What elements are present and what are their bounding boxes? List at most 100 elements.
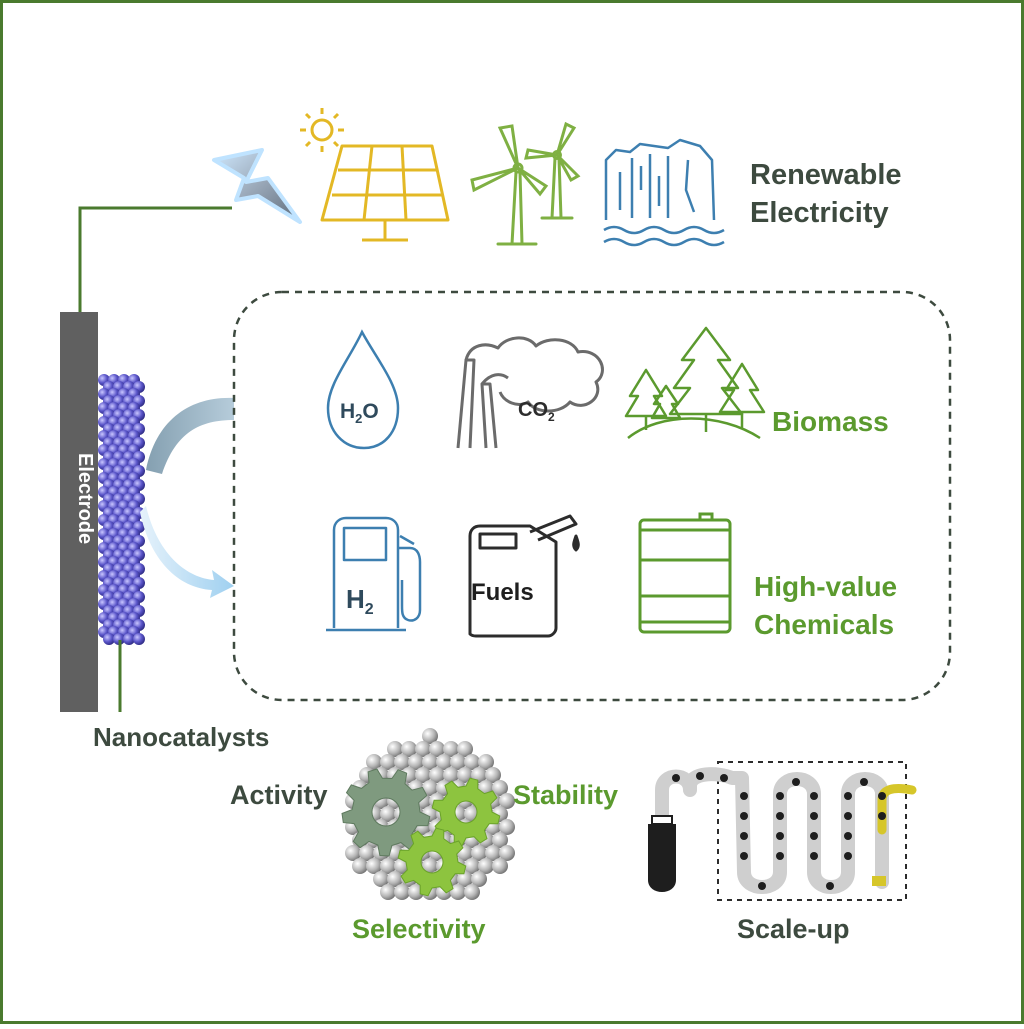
nanoparticle-atom [345, 845, 361, 861]
nanoparticle-atom [471, 871, 487, 887]
renewable-line1: Renewable [750, 159, 902, 191]
hvc-line1: High-value [754, 571, 898, 602]
reactor-bead [758, 882, 766, 890]
reactor-bead [776, 852, 784, 860]
input-arrow [146, 397, 234, 474]
reactor-bead [776, 792, 784, 800]
electrode-label: Electrode [74, 453, 96, 544]
reactor-bead [740, 852, 748, 860]
fuel-can-icon [468, 514, 580, 638]
waterfall-icon [603, 138, 725, 247]
catalyst-particle [103, 633, 115, 645]
reactor-bead [810, 852, 818, 860]
scaleup-box [717, 761, 907, 901]
reactor-bead [844, 792, 852, 800]
nanoparticle-atom [387, 871, 403, 887]
gear-icon-stability [431, 777, 501, 847]
nanoparticle-atom [359, 845, 375, 861]
nanoparticle-atom [499, 793, 515, 809]
nanoparticle-atom [352, 858, 368, 874]
water-drop-icon: H2O [326, 329, 400, 450]
selectivity-label: Selectivity [352, 914, 486, 944]
nanoparticle-atom [499, 845, 515, 861]
sun-icon [300, 108, 344, 152]
reactor-bead [792, 778, 800, 786]
nanoparticle-atom [457, 767, 473, 783]
nanoparticle-atom [401, 741, 417, 757]
reactor-beads [672, 772, 886, 890]
reactor-bead [720, 774, 728, 782]
nanoparticle-atom [478, 858, 494, 874]
nanoparticle-atom [422, 728, 438, 744]
nanoparticle-atom [394, 754, 410, 770]
h2-label: H2 [346, 584, 374, 618]
stability-label: Stability [513, 780, 619, 810]
nanoparticle-atom [415, 741, 431, 757]
activity-label: Activity [230, 780, 328, 810]
nanoparticle-atom [408, 754, 424, 770]
reactor-bead [740, 812, 748, 820]
nanoparticle-atom [443, 767, 459, 783]
nanoparticle-atom [415, 767, 431, 783]
nanoparticle-atom [457, 871, 473, 887]
reactor-bead [860, 778, 868, 786]
nanoparticle-atom [422, 780, 438, 796]
wind-turbine-icon [470, 121, 581, 246]
nanoparticle-atom [485, 767, 501, 783]
nanoparticle-atom [380, 806, 396, 822]
renewable-line2: Electricity [750, 197, 889, 229]
nanoparticle-atom [387, 741, 403, 757]
high-value-chemicals-label: High-value Chemicals [754, 568, 897, 644]
renewable-electricity-label: Renewable Electricity [750, 156, 902, 232]
nanoparticle-atom [380, 754, 396, 770]
reactor-bead [810, 812, 818, 820]
nanoparticle-atom [380, 858, 396, 874]
electrode-bar [60, 312, 98, 712]
nanoparticle-atom [457, 741, 473, 757]
electrode-wire [78, 206, 232, 312]
chemical-drum-icon [638, 512, 732, 634]
nanoparticle-atom [450, 884, 466, 900]
fuels-label: Fuels [471, 579, 534, 606]
reactor-bead [826, 882, 834, 890]
nanoparticle-atom [450, 754, 466, 770]
hvc-line2: Chemicals [754, 609, 895, 640]
scaleup-label: Scale-up [737, 914, 850, 944]
nanoparticle-atom [443, 741, 459, 757]
reactor-bead [844, 852, 852, 860]
nanoparticle-atom [422, 858, 438, 874]
forest-icon [624, 326, 766, 440]
nanoparticle-atom [373, 871, 389, 887]
factory-chimney-icon [456, 336, 604, 449]
biomass-label: Biomass [772, 406, 889, 437]
catalyst-particle [123, 633, 135, 645]
nanoparticle-atom [478, 754, 494, 770]
catalyst-particle [113, 633, 125, 645]
reactor-bead [844, 832, 852, 840]
nanoparticle-atom [492, 858, 508, 874]
reactor-bead [696, 772, 704, 780]
reactor-bead [844, 812, 852, 820]
svg-text:H2O: H2O [340, 400, 379, 426]
nanocatalysts-label: Nanocatalysts [93, 722, 270, 752]
nanoparticle-atom [380, 884, 396, 900]
nanoparticle-atom [429, 741, 445, 757]
reactor-bead [740, 832, 748, 840]
reactor-bead [810, 792, 818, 800]
reactor-bead [878, 812, 886, 820]
nanoparticle-atom [492, 832, 508, 848]
catalyst-particle [133, 633, 145, 645]
reactor-bead [810, 832, 818, 840]
lightning-bolt-icon [212, 148, 302, 224]
nanoparticle-atom [499, 819, 515, 835]
co2-label: CO2 [518, 399, 555, 424]
gear-icon-selectivity [397, 827, 467, 897]
reactor-bead [740, 792, 748, 800]
nanoparticle-atom [366, 754, 382, 770]
nanoparticle-atom [394, 884, 410, 900]
nanoparticle-atom [464, 754, 480, 770]
reactor-bead [672, 774, 680, 782]
